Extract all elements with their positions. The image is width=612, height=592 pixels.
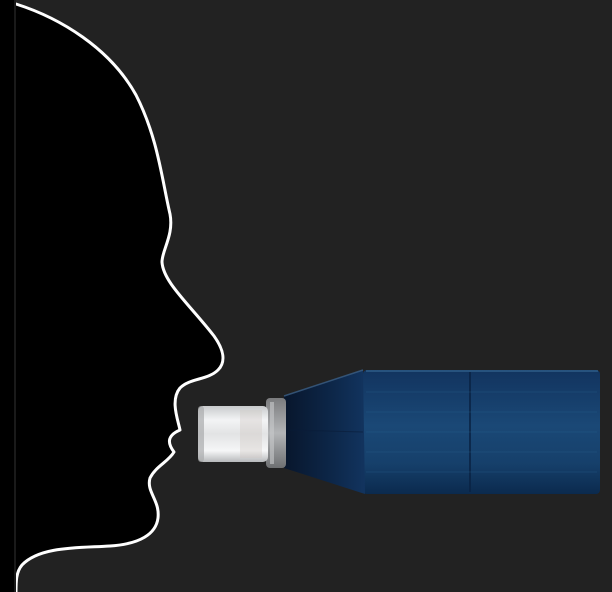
breath-device: [198, 370, 600, 494]
face-silhouette: [0, 0, 223, 592]
mouthpiece-ring: [266, 398, 286, 468]
